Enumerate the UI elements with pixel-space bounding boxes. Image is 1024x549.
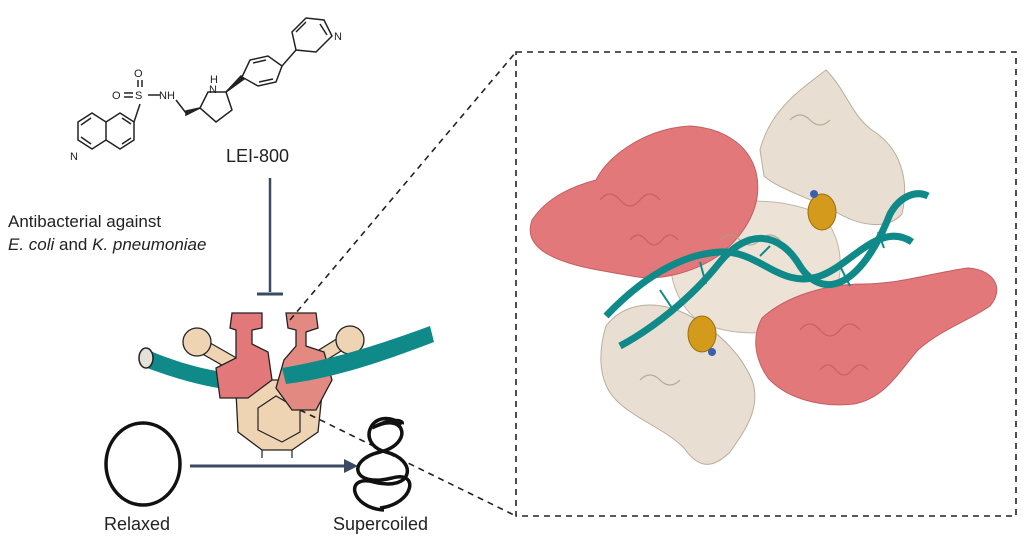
dna-helix-strand-2	[618, 190, 930, 350]
oxygen-label-left: O	[112, 90, 121, 102]
activity-label: Antibacterial against E. coli and K. pne…	[8, 210, 206, 256]
ligand-molecule-bottom	[687, 315, 717, 356]
relaxed-dna-circle	[104, 421, 182, 507]
species-kpneumoniae: K. pneumoniae	[92, 235, 207, 254]
gyrA-structure-bottom	[755, 267, 998, 406]
supercoiled-dna	[353, 416, 412, 512]
oxygen-label-top: O	[134, 68, 143, 80]
dna-segment-right	[282, 326, 434, 384]
zoom-lines	[289, 51, 517, 517]
pyridine-n-label: N	[334, 31, 342, 43]
dna-helix-strand-1	[603, 232, 914, 319]
species-ecoli: E. coli	[8, 235, 55, 254]
species-conjunction: and	[54, 235, 93, 254]
relaxed-label: Relaxed	[104, 514, 171, 534]
dna-end-left	[138, 347, 154, 369]
gyrase-cartoon	[138, 312, 434, 458]
supercoiled-label: Supercoiled	[333, 514, 429, 534]
gyrA-left	[215, 312, 273, 399]
chemical-structure	[77, 17, 333, 150]
isoquinoline-n-label: N	[70, 151, 78, 163]
structure-panel-border	[515, 51, 1017, 517]
sulfur-label: S	[135, 90, 142, 102]
gyrA-right	[275, 312, 333, 411]
pyrrolidine-h-label: H	[210, 74, 218, 86]
protein-structure	[529, 69, 998, 465]
ligand-molecule-top	[807, 190, 837, 231]
activity-line-1: Antibacterial against	[8, 212, 162, 231]
atom-labels: O O S NH N H N N	[70, 31, 342, 163]
gyrA-structure-top	[529, 125, 759, 279]
activity-line-2: E. coli and K. pneumoniae	[8, 233, 206, 256]
gyrB-ball-left	[182, 327, 212, 357]
compound-name-label: LEI-800	[226, 146, 290, 166]
inhibition-arrow	[257, 178, 283, 296]
gyrB-structure-bottom	[600, 304, 756, 465]
amide-nh-label: NH	[159, 90, 175, 102]
pyrrolidine-n-label: N	[209, 84, 217, 96]
conversion-arrow	[190, 459, 358, 473]
